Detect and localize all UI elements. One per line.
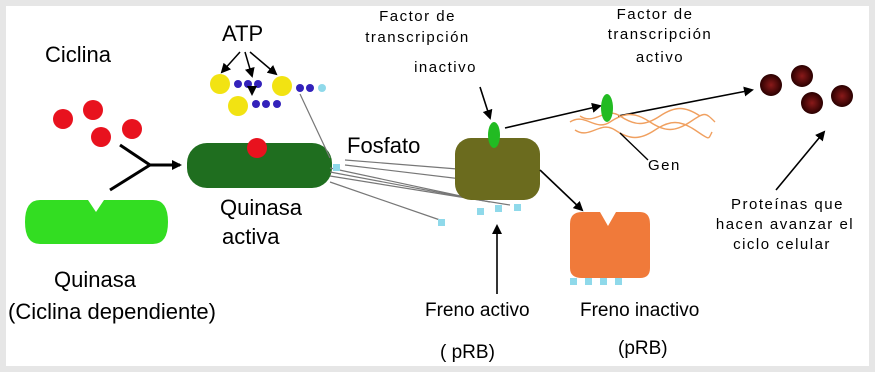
ciclina-dot [53, 109, 73, 129]
ciclina-dot [122, 119, 142, 139]
label-gen: Gen [648, 157, 681, 174]
label-factor-inactivo-line1: Factor de [379, 8, 456, 25]
atp-molecule [272, 76, 326, 96]
label-atp: ATP [222, 21, 264, 46]
atp-molecules [210, 51, 326, 116]
phosphate-transfer-lines [299, 93, 511, 221]
label-factor-activo-line3: activo [635, 49, 685, 66]
label-proteinas-line3: ciclo celular [733, 236, 831, 253]
label-ciclina: Ciclina [45, 42, 112, 67]
label-quinasa-line2: (Ciclina dependiente) [8, 299, 216, 324]
factor-activo-shape [601, 94, 613, 122]
label-freno-activo-line2: ( pRB) [440, 342, 495, 363]
label-factor-activo-line1: Factor de [616, 6, 694, 23]
proteinas-ciclo [760, 65, 853, 114]
gen-pointer [619, 132, 649, 161]
label-factor-inactivo-line2: transcripción [365, 29, 470, 46]
label-freno-activo-line1: Freno activo [425, 300, 530, 321]
freno-activo-prb [455, 122, 540, 200]
label-fosfato: Fosfato [347, 133, 421, 158]
atp-molecule [210, 74, 262, 94]
binding-arrow [109, 143, 182, 192]
label-factor-activo-line2: transcripción [607, 26, 713, 43]
label-quinasa-line1: Quinasa [54, 267, 136, 292]
ciclina-molecules [53, 100, 142, 147]
quinasa-activa [187, 138, 332, 188]
ciclina-dot [91, 127, 111, 147]
label-freno-inactivo-line2: (pRB) [618, 338, 668, 359]
label-quinasa-activa-line1: Quinasa [220, 195, 302, 220]
gen-dna [569, 107, 716, 139]
ciclina-dot [83, 100, 103, 120]
fosfato-groups [333, 164, 622, 285]
atp-molecule [228, 96, 281, 116]
label-freno-inactivo-line1: Freno inactivo [580, 300, 700, 321]
label-quinasa-activa-line2: activa [222, 224, 280, 249]
label-proteinas-line2: hacen avanzar el [715, 216, 855, 233]
freno-inactivo-prb [570, 212, 650, 278]
quinasa-inactiva-shape [25, 200, 168, 244]
label-factor-inactivo-line3: inactivo [414, 59, 477, 76]
label-proteinas-line1: Proteínas que [731, 196, 844, 213]
reaction-arrows [479, 86, 826, 294]
